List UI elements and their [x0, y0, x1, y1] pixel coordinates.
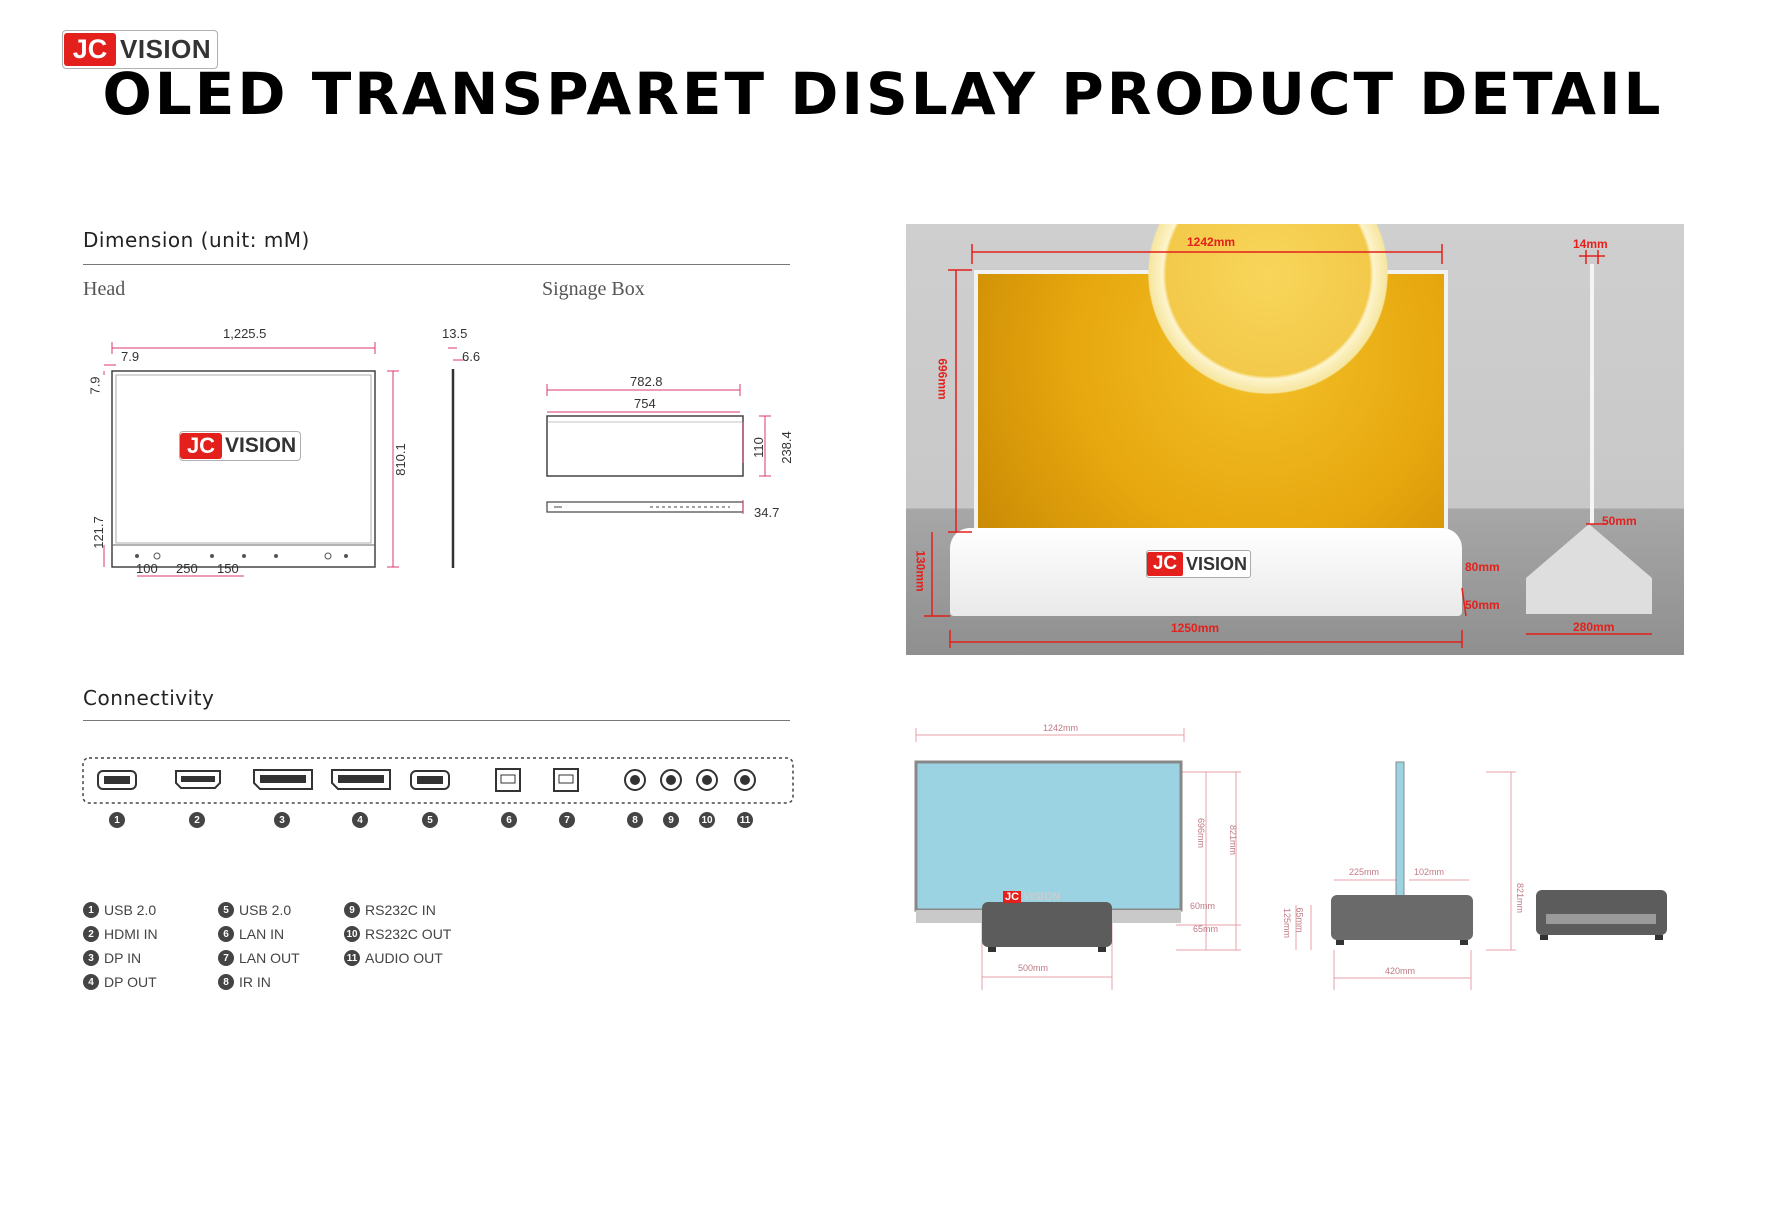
photo-height-label: 696mm — [935, 358, 950, 400]
drawing-total-height-label: 821mm — [1228, 824, 1239, 856]
drawing-side-h1-label: 65mm — [1294, 907, 1305, 933]
drawing-screen-height-label: 696mm — [1196, 817, 1207, 849]
photo-base-height-label: 130mm — [913, 550, 928, 592]
port-number-6: 6 — [501, 812, 517, 828]
port-number-2: 2 — [189, 812, 205, 828]
spacing-dim-1: 100 — [136, 561, 158, 576]
head-bottom-dim: 121.7 — [90, 516, 106, 549]
head-height-dim: 810.1 — [392, 443, 408, 476]
port-number-10: 10 — [699, 812, 715, 828]
drawing-side-left-label: 225mm — [1349, 867, 1380, 877]
lan-in-port — [495, 768, 521, 792]
head-logo: JC VISION — [179, 431, 302, 461]
usb-port-1 — [97, 770, 137, 790]
drawing-box-logo: JC VISION — [1003, 890, 1060, 904]
drawing-side-h2-label: 125mm — [1282, 907, 1293, 939]
port-number-5: 5 — [422, 812, 438, 828]
signage-box-label: Signage Box — [542, 278, 645, 300]
connectivity-divider — [83, 720, 790, 721]
base-logo-jc: JC — [1147, 552, 1183, 576]
drawing-logo-vision: VISION — [1023, 891, 1061, 903]
head-logo-jc: JC — [180, 433, 222, 459]
signage-box-drawing — [546, 384, 771, 514]
head-dimension-drawing — [103, 342, 465, 577]
port-number-11: 11 — [737, 812, 753, 828]
head-border-top-dim: 7.9 — [121, 349, 140, 364]
lan-out-port — [553, 768, 579, 792]
photo-width-label: 1242mm — [1187, 235, 1236, 249]
photo-base-lower-label: 50mm — [1465, 598, 1500, 612]
spacing-dim-3: 150 — [217, 561, 239, 576]
drawing-box-width-label: 500mm — [1018, 963, 1049, 973]
side-panel — [1590, 264, 1594, 524]
hdmi-port — [175, 770, 221, 789]
spacing-dim-2: 250 — [176, 561, 198, 576]
photo-base-upper-label: 80mm — [1465, 560, 1500, 574]
port-panel — [82, 757, 794, 804]
technical-drawing — [914, 728, 1667, 990]
box-outer-width-dim: 782.8 — [630, 374, 663, 389]
photo-dimension-lines — [924, 244, 1652, 648]
drawing-side-total-label: 821mm — [1515, 882, 1526, 914]
dimension-heading: Dimension (unit: mM) — [83, 228, 310, 252]
port-number-8: 8 — [627, 812, 643, 828]
ir-in-jack — [624, 769, 646, 791]
box-inner-width-dim: 754 — [634, 396, 656, 411]
port-number-1: 1 — [109, 812, 125, 828]
connectivity-heading: Connectivity — [83, 686, 215, 710]
box-inner-height-dim: 110 — [750, 437, 766, 458]
port-number-4: 4 — [352, 812, 368, 828]
logo-jc-mark: JC — [64, 33, 116, 66]
photo-side-gap-label: 50mm — [1602, 514, 1637, 528]
usb-port-5 — [410, 770, 450, 790]
logo-vision-text: VISION — [120, 34, 212, 64]
drawing-side-right-label: 102mm — [1414, 867, 1445, 877]
rs232c-out-jack — [696, 769, 718, 791]
page-title: OLED TRANSPARET DISLAY PRODUCT DETAIL — [102, 60, 1664, 128]
brand-logo: JC VISION — [62, 30, 219, 69]
head-depth-panel-dim: 6.6 — [462, 349, 481, 364]
base-logo-vision: VISION — [1186, 553, 1248, 574]
dp-out-port — [331, 769, 391, 790]
rs232c-in-jack — [660, 769, 682, 791]
port-number-9: 9 — [663, 812, 679, 828]
head-label: Head — [83, 278, 126, 300]
base-logo: JC VISION — [1146, 550, 1252, 578]
box-thickness-dim: 34.7 — [754, 505, 780, 520]
head-depth-total-dim: 13.5 — [442, 326, 468, 341]
drawing-side-box-width-label: 420mm — [1385, 966, 1416, 976]
product-photo: JC VISION 1242mm 696mm 130mm 1250mm 80mm… — [906, 224, 1684, 655]
dimension-divider — [83, 264, 790, 265]
audio-out-jack — [734, 769, 756, 791]
head-border-left-dim: 7.9 — [87, 376, 103, 395]
photo-side-base-label: 280mm — [1573, 620, 1615, 634]
port-number-7: 7 — [559, 812, 575, 828]
drawing-logo-jc: JC — [1003, 891, 1022, 903]
port-number-3: 3 — [274, 812, 290, 828]
head-width-dim: 1,225.5 — [223, 326, 267, 341]
drawing-width-label: 1242mm — [1043, 723, 1079, 733]
drawing-strip-label: 60mm — [1190, 901, 1216, 911]
photo-side-thickness-label: 14mm — [1573, 237, 1608, 251]
photo-base-width-label: 1250mm — [1171, 621, 1220, 635]
dp-in-port — [253, 769, 313, 790]
box-outer-height-dim: 238.4 — [778, 431, 794, 464]
drawing-box-height-label: 65mm — [1193, 924, 1219, 934]
head-logo-vision: VISION — [225, 434, 297, 457]
